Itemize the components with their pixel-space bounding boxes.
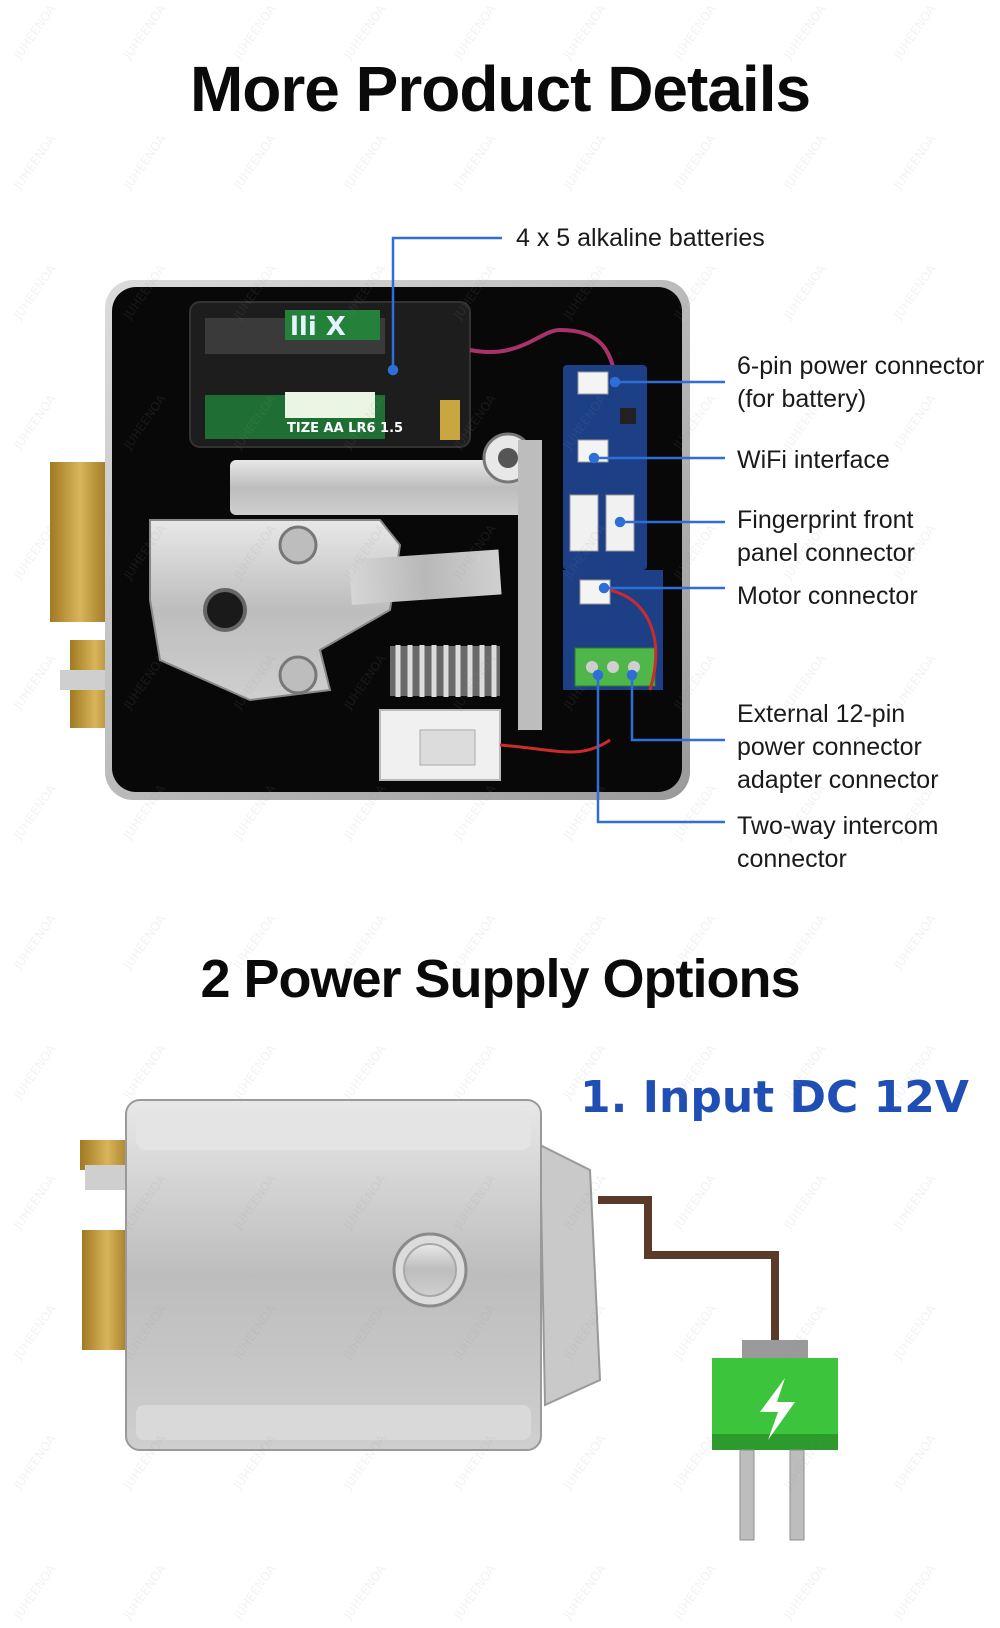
callout-wifi-interface: WiFi interface xyxy=(737,446,890,474)
section-title-product-details: More Product Details xyxy=(189,53,811,125)
callout-motor-connector: Motor connector xyxy=(737,582,918,610)
svg-text:lli X: lli X xyxy=(290,312,346,342)
brass-bolt xyxy=(50,462,110,622)
callout-fingerprint-connector: Fingerprint front panel connector xyxy=(737,506,915,567)
svg-text:TIZE AA LR6 1.5: TIZE AA LR6 1.5 xyxy=(287,421,403,436)
section-title-power-options: 2 Power Supply Options xyxy=(200,949,800,1009)
callout-lines xyxy=(387,236,725,824)
lock-interior: lli X TIZE AA LR6 1.5 xyxy=(50,280,690,800)
callout-six-pin-connector: 6-pin power connector (for battery) xyxy=(737,352,985,413)
side-bracket xyxy=(538,1143,602,1407)
callout-external-power-connector: External 12-pin power connector adapter … xyxy=(737,700,939,794)
power-cable xyxy=(598,1196,779,1340)
power-option-dc12v: 1. Input DC 12V xyxy=(580,1072,969,1123)
callout-batteries: 4 x 5 alkaline batteries xyxy=(516,224,765,252)
spring xyxy=(390,645,500,697)
lightning-icon xyxy=(760,1378,795,1440)
lock-case xyxy=(125,1099,542,1451)
brass-latch xyxy=(82,1230,132,1350)
latch-mechanism xyxy=(149,519,402,702)
lock-exterior xyxy=(80,1099,838,1541)
callout-intercom-connector: Two-way intercom connector xyxy=(737,812,939,873)
